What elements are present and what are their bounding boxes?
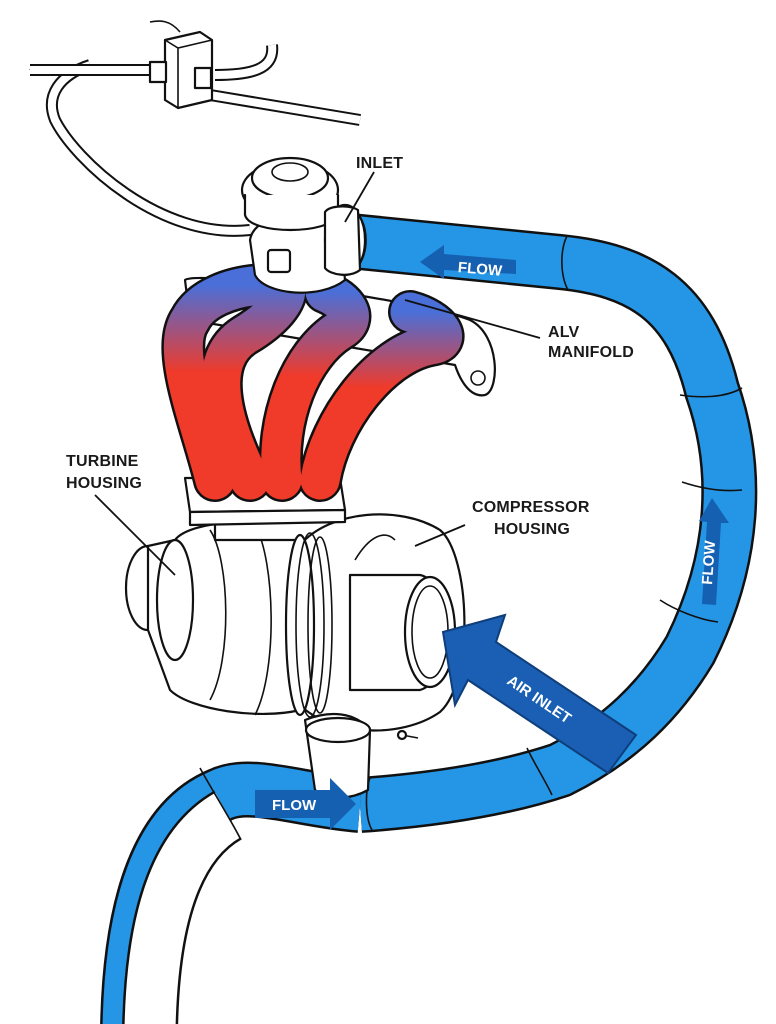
- alv-valve: [240, 156, 367, 294]
- compressor-leader: [414, 524, 466, 547]
- leader-lines: [94, 171, 541, 576]
- inlet-label: INLET: [356, 155, 403, 172]
- flow-label-right: FLOW: [699, 539, 719, 585]
- flow-label-top: FLOW: [457, 259, 503, 280]
- inlet-leader: [344, 171, 375, 223]
- alv-leader: [404, 299, 541, 339]
- callout-labels: INLET ALV MANIFOLD TURBINE HOUSING COMPR…: [66, 155, 634, 538]
- alv-manifold: [161, 263, 496, 502]
- flow-arrow-bottom: FLOW: [255, 778, 356, 830]
- alv-label-line1: ALV: [548, 324, 580, 341]
- solenoid-hoses: [10, 20, 361, 237]
- flow-arrow-top: FLOW: [420, 245, 516, 280]
- turbine-leader: [94, 494, 176, 576]
- charge-pipe-upper: [337, 212, 758, 833]
- alv-label-line2: MANIFOLD: [548, 344, 634, 361]
- flow-label-bottom: FLOW: [272, 797, 317, 814]
- turbine-label-line1: TURBINE: [66, 453, 139, 470]
- compressor-label-line2: HOUSING: [494, 521, 570, 538]
- compressor-label-line1: COMPRESSOR: [472, 499, 590, 516]
- flow-arrow-right: FLOW: [699, 498, 729, 605]
- turbine-label-line2: HOUSING: [66, 475, 142, 492]
- compressor-housing: [284, 513, 466, 799]
